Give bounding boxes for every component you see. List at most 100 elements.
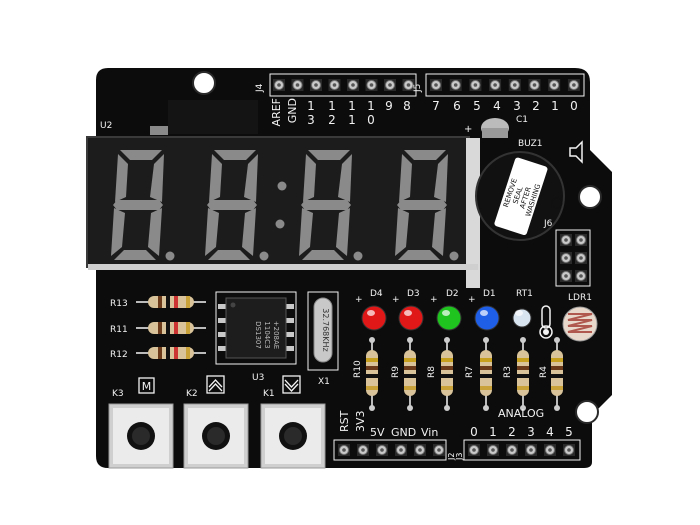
buzzer: REMOVE SEAL AFTER WASHING	[475, 151, 565, 241]
smd-component	[150, 126, 168, 135]
header-pin	[469, 79, 482, 91]
label-r8: R8	[427, 366, 437, 378]
label-r9: R9	[391, 366, 401, 378]
mounting-hole-top-left	[192, 71, 216, 95]
analog-label-0: 0	[470, 425, 478, 439]
label-c1: C1	[516, 115, 528, 125]
label-r13: R13	[110, 299, 128, 309]
button-k1[interactable]	[260, 403, 326, 469]
pin-label-3: 3	[513, 99, 521, 113]
display-digit	[205, 150, 269, 261]
resistor	[136, 296, 206, 308]
power-label-gnd: GND	[391, 426, 416, 439]
chip-pin	[284, 346, 294, 351]
photoresistor-ldr1	[562, 306, 598, 342]
pin-label-9: 9	[385, 99, 393, 113]
resistor	[441, 337, 453, 411]
header-pin	[273, 79, 285, 91]
chip-pin	[218, 304, 228, 309]
resistor	[136, 322, 206, 334]
label-buz1: BUZ1	[518, 139, 543, 149]
header-pin	[487, 444, 499, 456]
button-k2[interactable]	[183, 403, 249, 469]
header-pin	[433, 444, 445, 456]
header-pin	[544, 444, 556, 456]
header-pin	[468, 444, 480, 456]
svg-text:2: 2	[328, 113, 336, 127]
label-j4: J4	[255, 83, 265, 93]
header-pin	[525, 444, 537, 456]
label-k1: K1	[263, 389, 275, 399]
label-u2: U2	[100, 121, 112, 131]
svg-text:1: 1	[348, 113, 356, 127]
svg-text:1: 1	[328, 99, 336, 113]
header-pin	[365, 79, 378, 91]
header-pin	[575, 270, 587, 282]
header-pin	[506, 444, 518, 456]
header-pin	[528, 79, 541, 91]
chip-marking-line3: +208AE	[272, 321, 280, 349]
header-pin	[489, 79, 502, 91]
thermistor-rt1	[512, 308, 532, 328]
header-pin	[310, 79, 322, 91]
header-pin	[563, 444, 575, 456]
display-pcb-shadow	[168, 100, 258, 134]
header-j5	[425, 73, 585, 97]
label-r12: R12	[110, 350, 128, 360]
header-pin	[567, 79, 580, 91]
svg-text:1: 1	[348, 99, 356, 113]
header-pin	[560, 234, 572, 246]
capacitor-c1	[481, 118, 509, 138]
label-j2: J2	[447, 453, 456, 461]
header-analog	[463, 439, 581, 461]
label-r4: R4	[539, 366, 549, 378]
label-d1: D1	[483, 289, 496, 299]
header-pin	[575, 252, 587, 264]
power-label-rst: RST	[338, 410, 351, 432]
resistor	[480, 337, 492, 411]
led	[361, 305, 387, 331]
chip-pin	[218, 332, 228, 337]
mounting-hole-right-upper	[578, 185, 602, 209]
label-u3: U3	[252, 373, 264, 383]
label-d4: D4	[370, 289, 383, 299]
header-pin	[357, 444, 369, 456]
power-label-3v3: 3V3	[354, 410, 367, 432]
header-pin	[575, 234, 587, 246]
header-j6	[555, 229, 591, 287]
mounting-hole-right-lower	[575, 400, 599, 424]
mode-icon-letter: M	[142, 380, 152, 393]
label-j6: J6	[543, 219, 553, 229]
pin-label-gnd: GND	[286, 98, 299, 123]
chip-marking-line1: DS1307	[254, 321, 262, 349]
header-pin	[430, 79, 442, 91]
pin-label-0: 0	[570, 99, 578, 113]
label-d3: D3	[407, 289, 420, 299]
label-j5: J5	[413, 84, 423, 93]
button-k3[interactable]	[108, 403, 174, 469]
power-label-5v: 5V	[370, 426, 385, 439]
pin-label-4: 4	[493, 99, 501, 113]
pin-label-12: 1 2	[328, 99, 336, 127]
chip-pin	[218, 346, 228, 351]
header-pin	[395, 444, 407, 456]
pin-label-aref: AREF	[270, 98, 283, 126]
up-arrow-icon	[206, 375, 225, 394]
crystal-x1: 32.768KHz	[307, 291, 339, 371]
down-arrow-icon	[282, 375, 301, 394]
header-pin	[560, 252, 572, 264]
label-ldr1: LDR1	[568, 293, 592, 303]
chip-pin	[284, 304, 294, 309]
speaker-icon	[569, 140, 583, 164]
label-d1-plus: +	[468, 295, 476, 305]
pin-label-8: 8	[403, 99, 411, 113]
label-r11: R11	[110, 325, 128, 335]
display-digit	[395, 150, 459, 261]
header-pin	[338, 444, 350, 456]
label-rt1: RT1	[516, 289, 533, 299]
display-colon-dot	[275, 219, 285, 229]
analog-label-1: 1	[489, 425, 497, 439]
header-pin	[376, 444, 388, 456]
chip-pin	[284, 318, 294, 323]
analog-label-5: 5	[565, 425, 573, 439]
